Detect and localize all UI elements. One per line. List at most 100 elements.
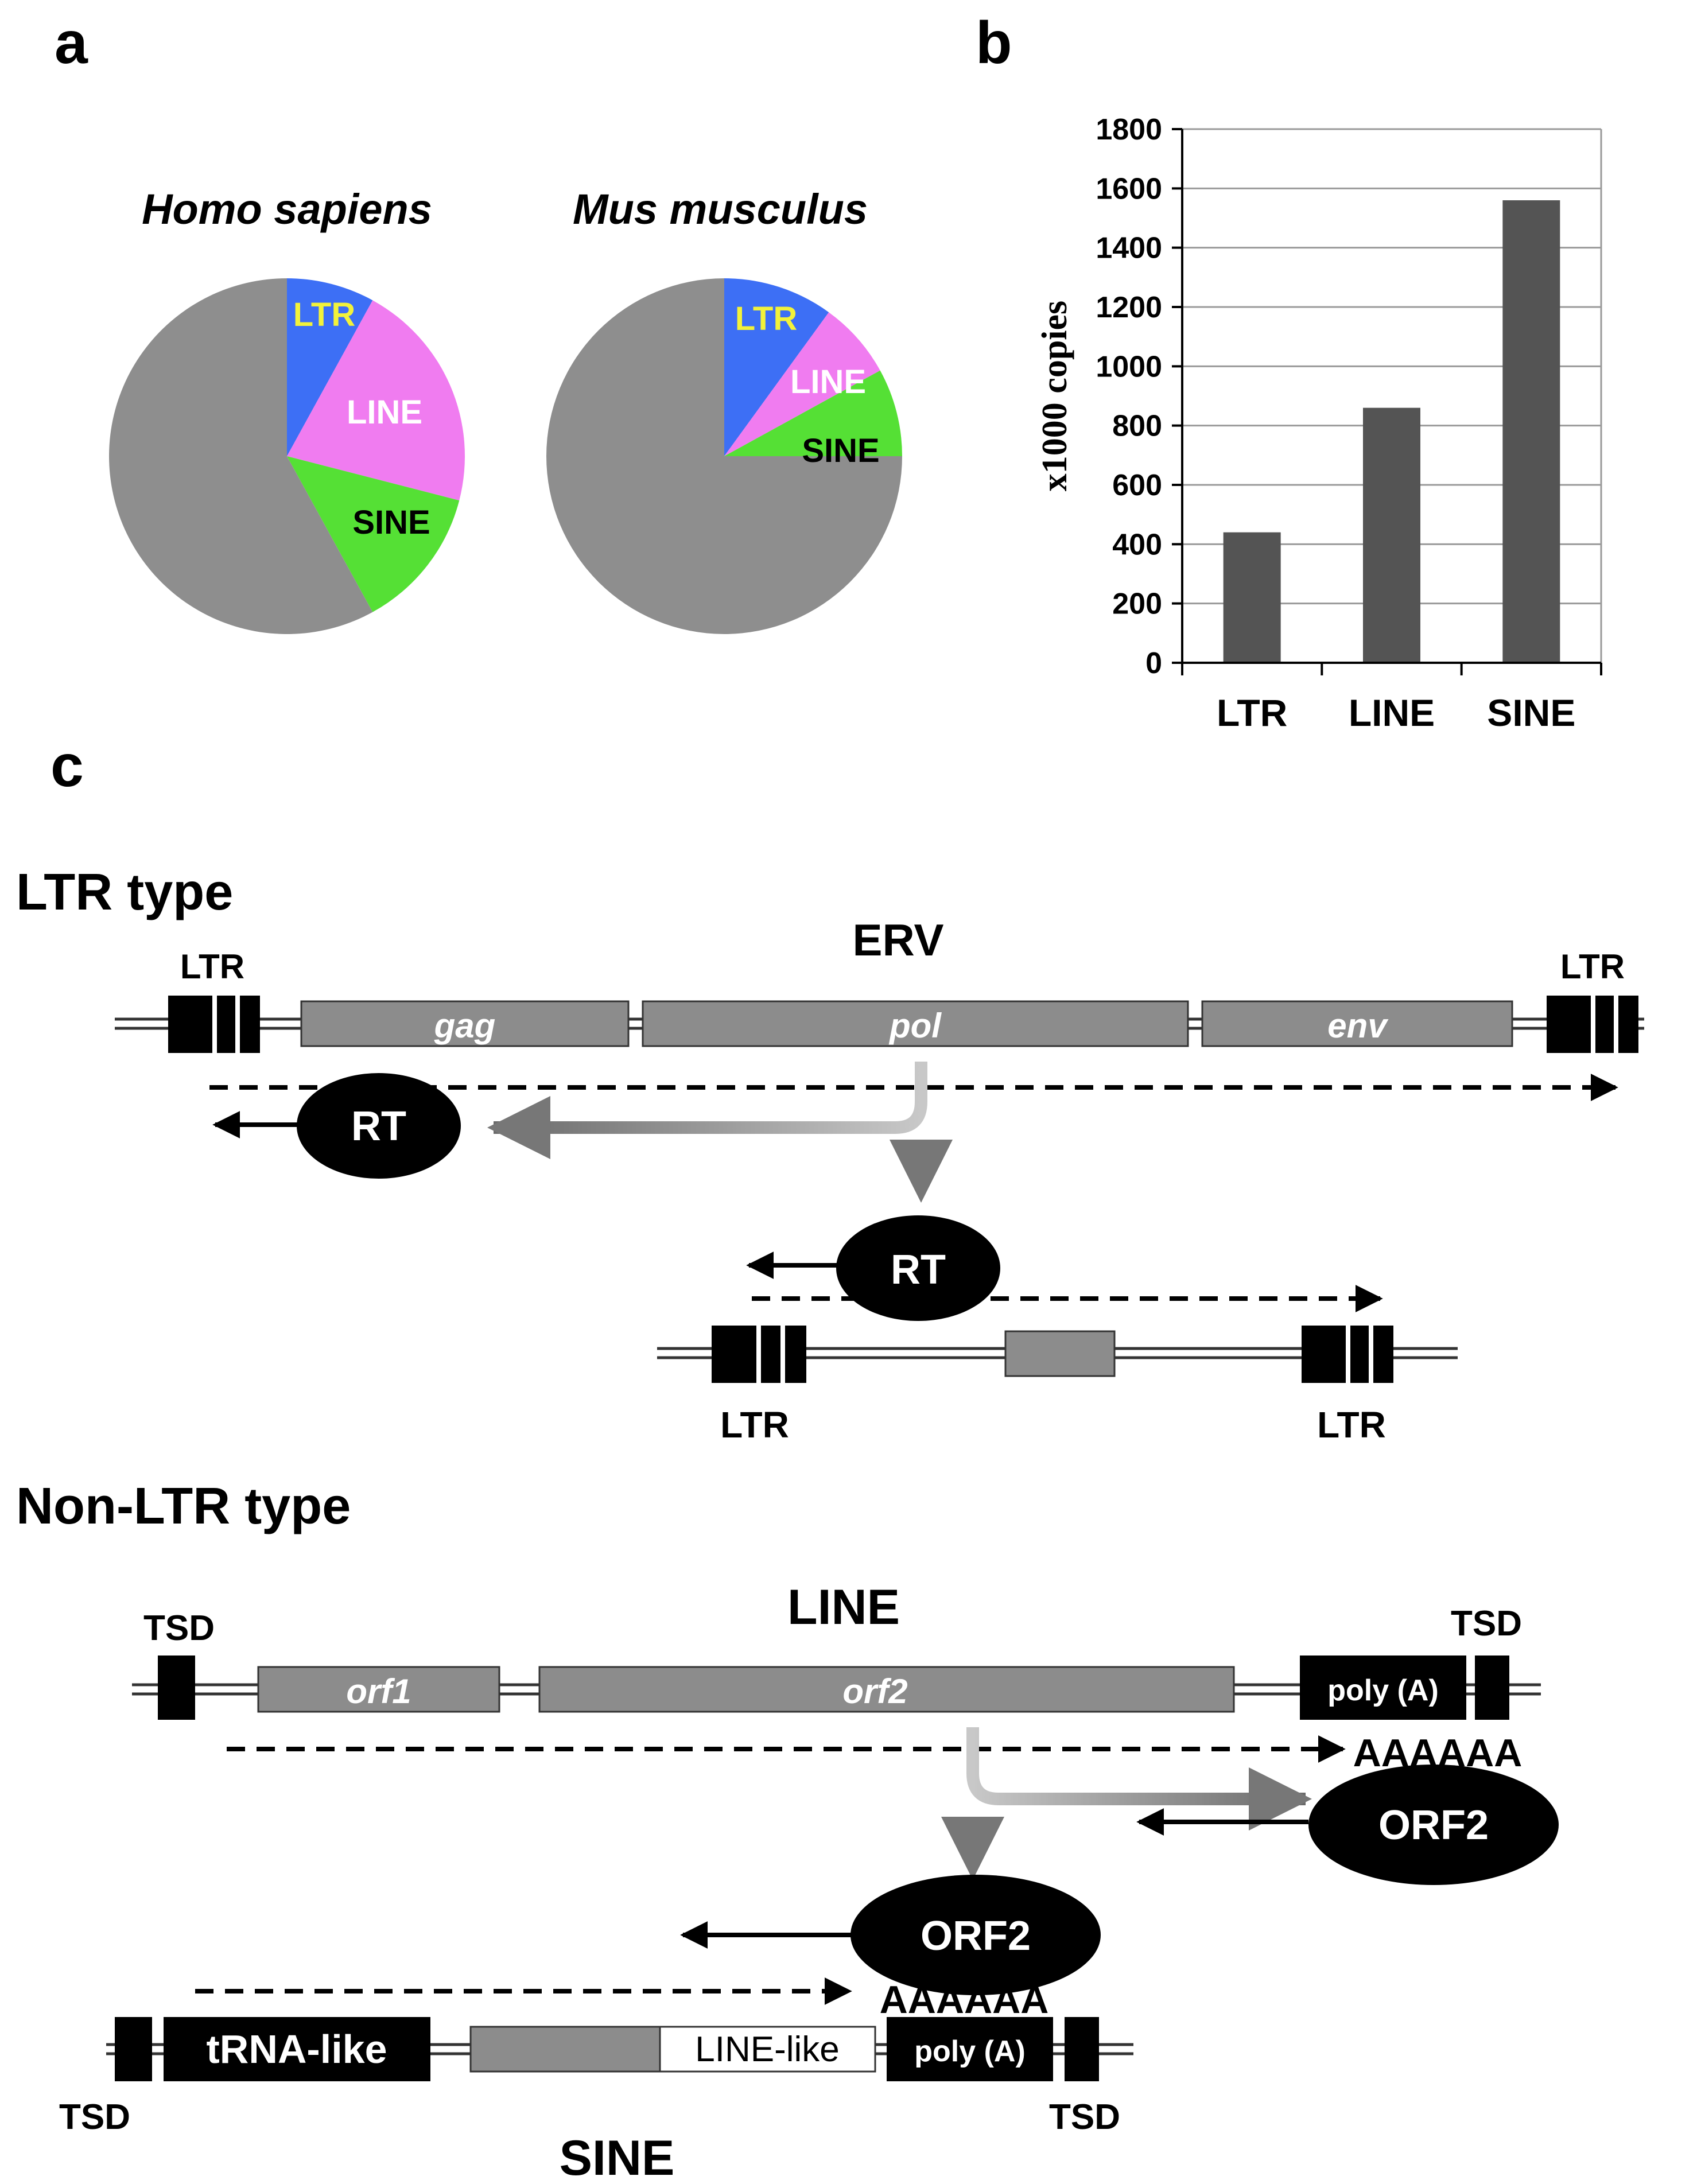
pie-label-sine-homo: SINE (352, 504, 430, 541)
bar-y-tick-label: 600 (1112, 469, 1162, 502)
panel-label-a: a (55, 10, 88, 76)
pie-slice-ltr-mus (724, 278, 829, 456)
ltr-type-title: LTR type (16, 864, 233, 921)
line-tsd-left-box (158, 1656, 195, 1720)
line-tsd-right-box (1475, 1656, 1509, 1720)
sine-tsd-left-label: TSD (59, 2097, 130, 2137)
bar-x-tick-labels: LTR LINE SINE (1217, 691, 1575, 734)
panel-label-c: c (51, 733, 84, 799)
sine-tsd-right-box (1065, 2017, 1099, 2081)
line-polya-box (1300, 1656, 1466, 1720)
erv-ltr-right-box (1547, 996, 1638, 1053)
pie-label-ltr-homo: LTR (293, 296, 355, 333)
non-ltr-type-title: Non-LTR type (16, 1478, 351, 1535)
pie-chart-mus-musculus: Mus musculus LTR LINE SINE (546, 185, 902, 634)
pie-label-line-homo: LINE (347, 394, 422, 431)
line-like-box (659, 2026, 876, 2073)
bar-marks (1223, 200, 1560, 663)
pie-label-line-mus: LINE (790, 363, 866, 401)
pie-slice-other-mus (546, 278, 902, 634)
erv-ltr-right-label: LTR (1560, 947, 1625, 986)
line-tsd-left-label: TSD (143, 1608, 215, 1648)
trna-like-box (164, 2017, 430, 2081)
pie-slice-line-homo (287, 300, 465, 501)
orf2-protein1 (1308, 1765, 1559, 1885)
trna-like-label: tRNA-like (206, 2027, 387, 2072)
bar-x-tick-label-line: LINE (1349, 691, 1435, 734)
provirus-ltr-left-box (712, 1326, 806, 1383)
pol-gene-box (642, 1000, 1189, 1047)
rt2-protein-label: RT (891, 1247, 946, 1293)
panel-label-b: b (976, 10, 1012, 76)
bar-y-tick-label: 1600 (1096, 172, 1162, 205)
orf2-protein1-label: ORF2 (1378, 1802, 1489, 1848)
bar-y-tick-label: 1400 (1096, 232, 1162, 265)
orf1-gene-box (257, 1666, 500, 1713)
orf2-protein2 (850, 1875, 1101, 1995)
orf2-gene-label: orf2 (842, 1672, 907, 1711)
pie-slice-other-homo (108, 278, 373, 634)
rt1-protein-label: RT (351, 1103, 406, 1149)
sine-tsd-left-box (115, 2017, 152, 2081)
sine-gray-box (469, 2026, 661, 2073)
env-gene-label: env (1327, 1006, 1389, 1045)
bar-y-tick-label: 1000 (1096, 350, 1162, 383)
bar-y-tick-label: 1800 (1096, 113, 1162, 146)
provirus-gene-box (1004, 1330, 1116, 1377)
pie-slice-ltr-homo (287, 278, 373, 456)
gag-gene-box (300, 1000, 630, 1047)
pie-slice-sine-mus (724, 370, 902, 456)
erv-ltr-left-label: LTR (180, 947, 244, 986)
bar-ltr (1223, 532, 1281, 663)
bar-axes (1172, 128, 1602, 675)
ltr-type-section: LTR type ERV LTR gag pol env LTR (16, 864, 1644, 1445)
sine-polya-tail: AAAAAA (880, 1978, 1049, 2022)
sine-polya-box (887, 2017, 1053, 2081)
pie-label-sine-mus: SINE (802, 432, 879, 469)
rt1-protein (297, 1073, 461, 1179)
bar-x-tick-label-sine: SINE (1487, 691, 1575, 734)
pie-label-ltr-mus: LTR (735, 300, 797, 337)
erv-ltr-left-box (168, 996, 260, 1053)
bar-y-tick-label: 1200 (1096, 291, 1162, 324)
line-like-label: LINE-like (695, 2030, 840, 2069)
erv-label: ERV (853, 915, 944, 965)
bar-y-tick-label: 400 (1112, 528, 1162, 561)
bar-y-tick-label: 0 (1145, 647, 1162, 680)
pol-to-rt1-arrow (487, 1062, 927, 1159)
bar-y-tick-label: 200 (1112, 588, 1162, 621)
pol-gene-label: pol (888, 1006, 942, 1045)
bar-y-tick-label: 800 (1112, 410, 1162, 443)
pie-title-mus-musculus: Mus musculus (573, 185, 868, 233)
bar-y-tick-labels: 0 200 400 600 800 1000 1200 1400 1600 1800 (1096, 113, 1162, 680)
orf2-to-protein1-arrow (966, 1727, 1312, 1831)
bar-ylabel: x1000 copies (1035, 301, 1074, 491)
pie-title-homo-sapiens: Homo sapiens (142, 185, 432, 233)
pie-chart-homo-sapiens: Homo sapiens LTR LINE SINE (108, 185, 465, 634)
pie-slice-line-mus (724, 312, 880, 456)
bar-sine (1502, 200, 1560, 663)
env-gene-box (1201, 1000, 1513, 1047)
provirus-ltr-right-label: LTR (1317, 1404, 1386, 1445)
orf1-gene-label: orf1 (346, 1672, 411, 1711)
rt2-protein (836, 1215, 1000, 1321)
orf2-protein2-label: ORF2 (921, 1913, 1031, 1959)
line-tsd-right-label: TSD (1451, 1604, 1522, 1643)
bar-line (1363, 407, 1420, 663)
bar-chart-copies: x1000 copies 0 200 400 600 800 1000 1200 1400 16… (1035, 113, 1602, 734)
line-label: LINE (787, 1580, 900, 1635)
sine-tsd-right-label: TSD (1049, 2097, 1120, 2137)
orf2-gene-box (538, 1666, 1235, 1713)
bar-x-tick-label-ltr: LTR (1217, 691, 1287, 734)
provirus-ltr-left-label: LTR (720, 1404, 789, 1445)
pie-slices-homo-sapiens (108, 278, 465, 634)
sine-label: SINE (560, 2131, 675, 2184)
non-ltr-type-section: Non-LTR type LINE TSD TSD orf1 orf2 poly… (16, 1478, 1559, 2184)
provirus-ltr-right-box (1302, 1326, 1393, 1383)
gag-gene-label: gag (434, 1006, 496, 1045)
sine-polya-label: poly (A) (914, 2035, 1026, 2068)
pie-slices-mus-musculus (546, 278, 902, 634)
pie-slice-sine-homo (287, 456, 460, 612)
line-polya-label: poly (A) (1327, 1674, 1439, 1707)
